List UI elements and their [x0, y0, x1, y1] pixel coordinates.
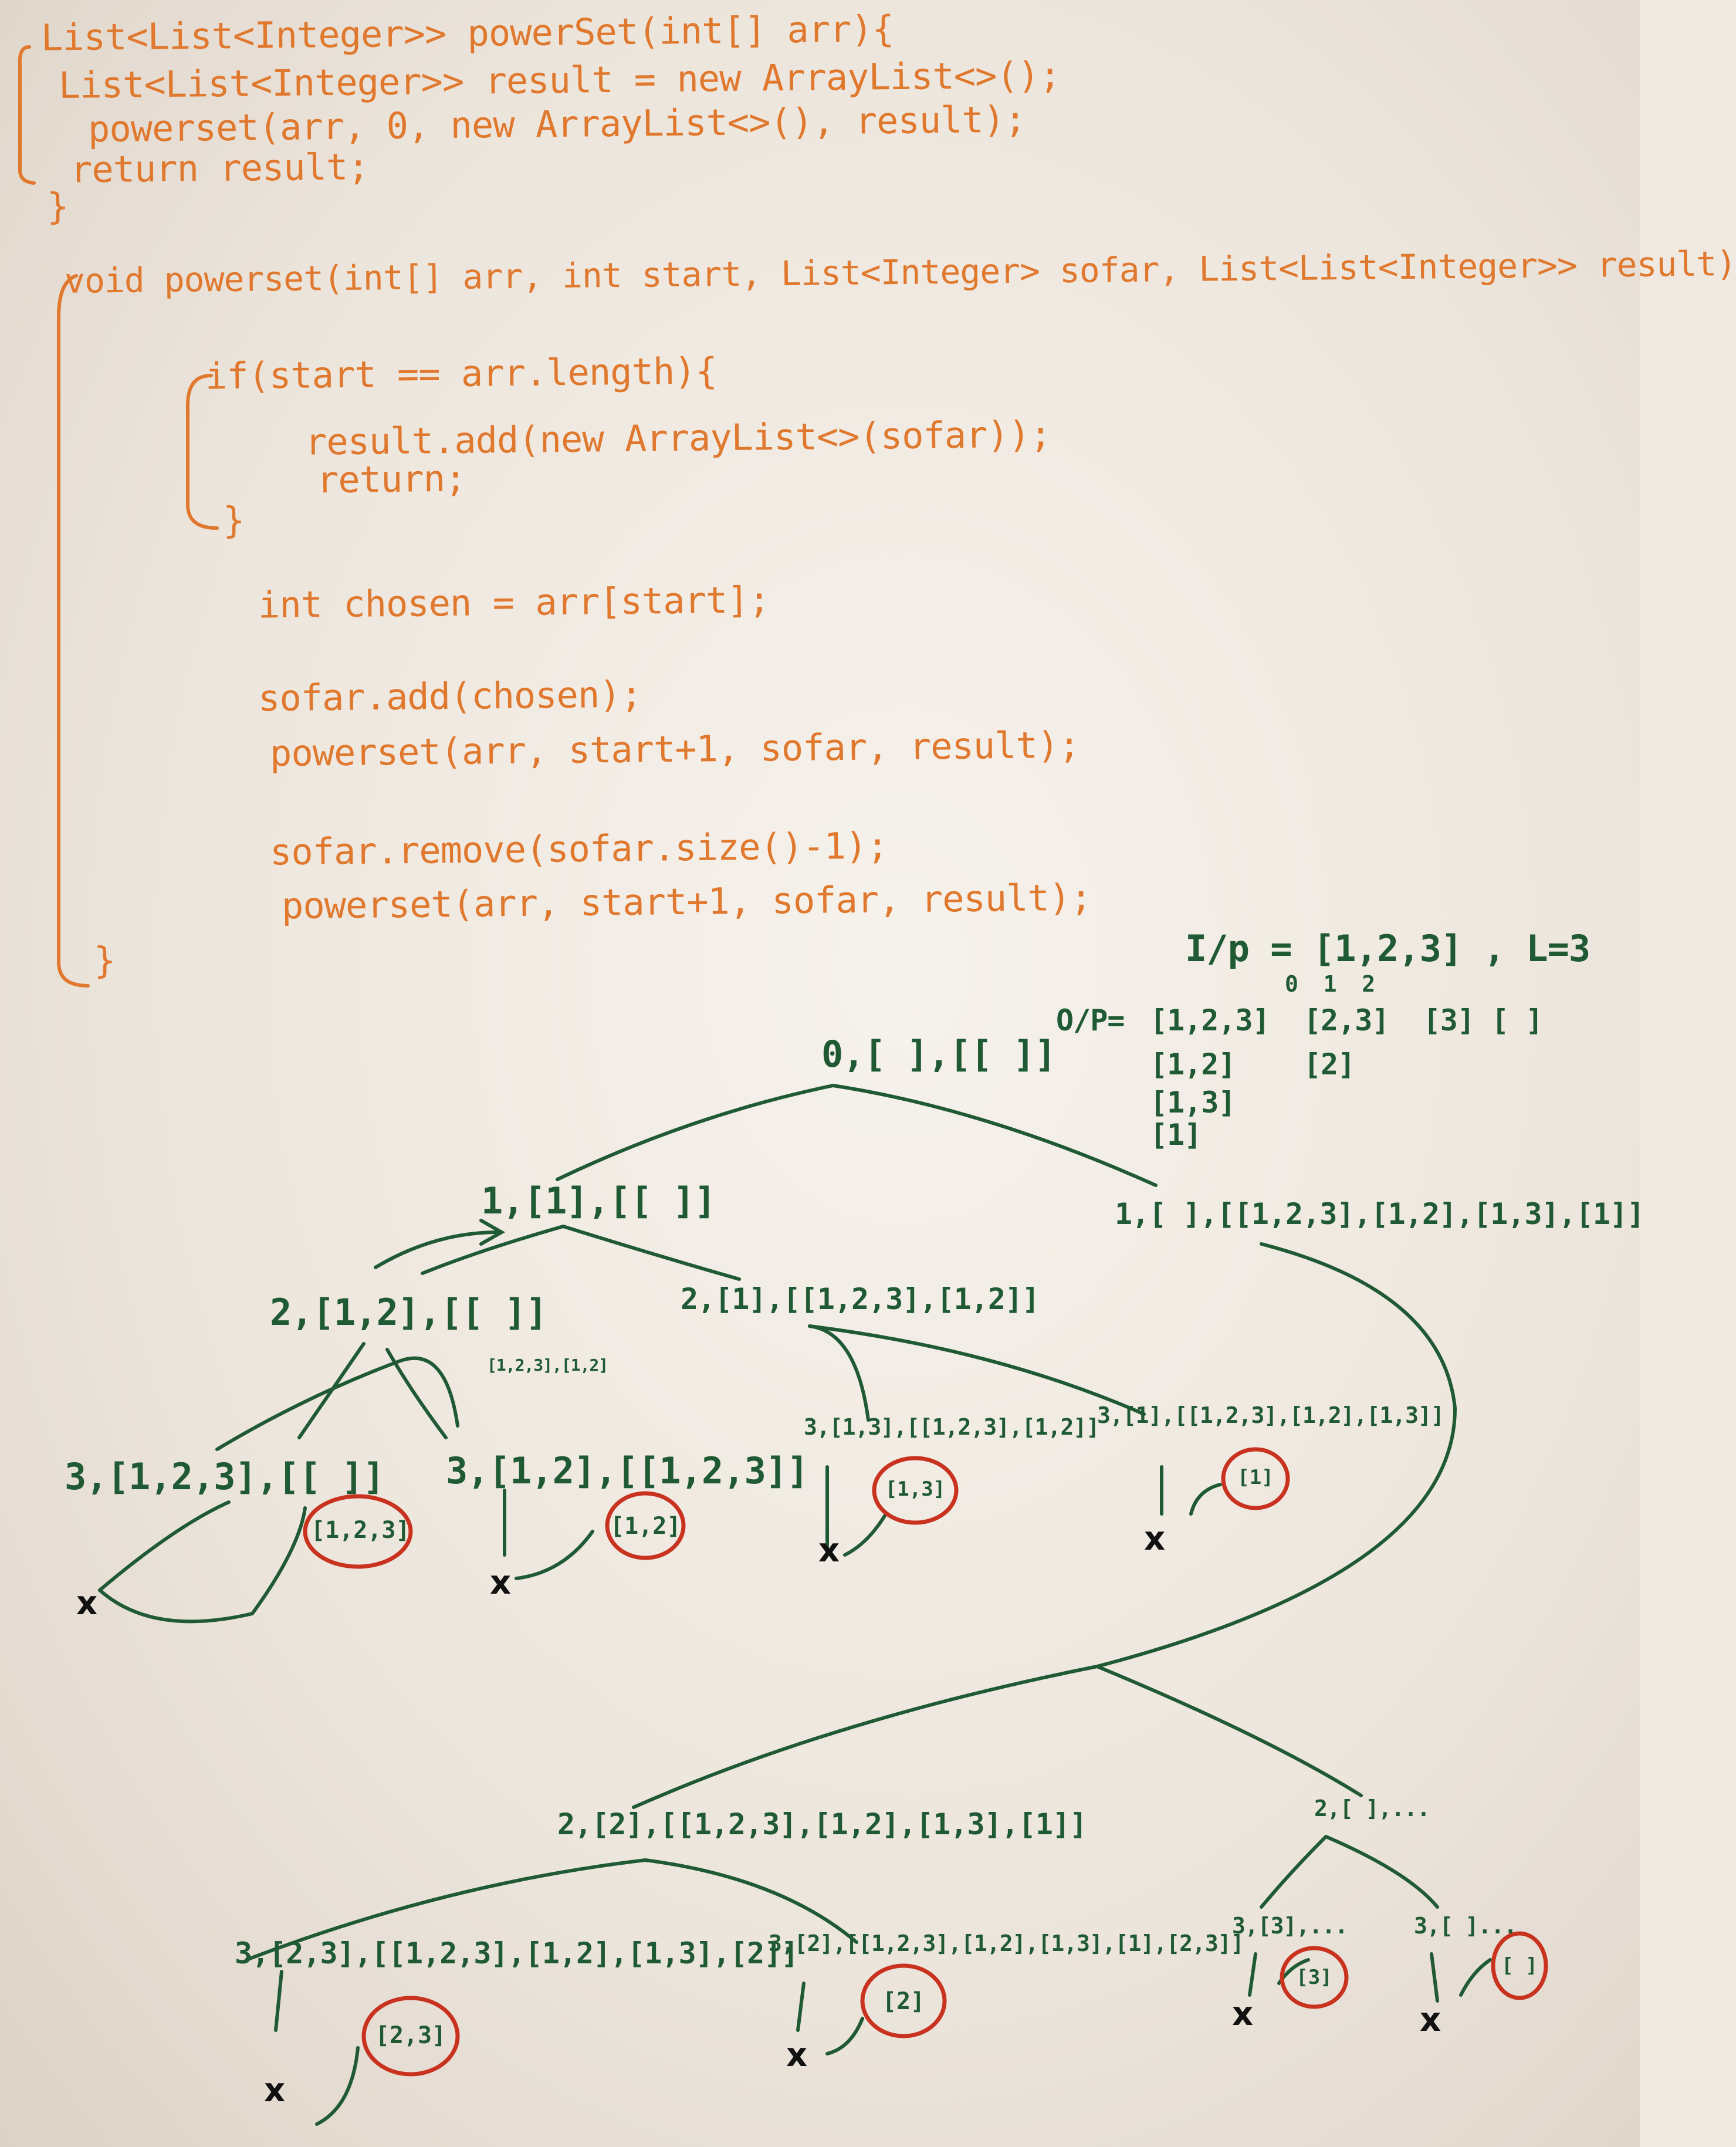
code-wrapper-return: return result;: [70, 145, 369, 191]
dead-end-x-6: x: [786, 2036, 808, 2074]
leaf-stroke-1: [98, 1500, 231, 1592]
code-wrapper-signature: List<List<Integer>> powerSet(int[] arr){: [40, 7, 894, 59]
tree-node-2-rl: 2,[2],[[1,2,3],[1,2],[1,3],[1]]: [557, 1807, 1087, 1841]
circle-r2: [605, 1491, 686, 1560]
edge-r-rr: [1095, 1665, 1363, 1797]
tree-node-3-rrl: 3,[3],...: [1232, 1913, 1348, 1939]
tree-side-note: [1,2,3],[1,2]: [487, 1355, 608, 1375]
code-braces: [18, 45, 219, 988]
edge-r-rl: [632, 1665, 1099, 1809]
result-2: [1,2]: [610, 1513, 681, 1540]
tree-node-3-rll: 3,[2,3],[[1,2,3],[1,2],[1,3],[2]]: [235, 1936, 798, 1970]
dead-end-x-8: x: [1420, 2001, 1441, 2039]
edge-root-left: [556, 1084, 835, 1181]
output-label: O/P=: [1056, 1003, 1125, 1037]
dead-end-x-3: x: [818, 1531, 840, 1570]
edge-lr-lrl: [808, 1324, 870, 1422]
arrow-4: [1189, 1483, 1222, 1516]
edge-rr-rrr: [1324, 1835, 1439, 1909]
result-8: [ ]: [1501, 1954, 1538, 1977]
code-sofar-remove: sofar.remove(sofar.size()-1);: [269, 824, 888, 874]
tree-node-3-lrr: 3,[1],[[1,2,3],[1,2],[1,3]]: [1097, 1402, 1444, 1428]
edge-ll-llr: [385, 1348, 448, 1439]
edge-rr-rrl: [1260, 1835, 1328, 1909]
tree-node-3-lll: 3,[1,2,3],[[ ]]: [65, 1455, 385, 1498]
result-5: [2,3]: [375, 2022, 446, 2049]
tree-node-1-left: 1,[1],[[ ]]: [481, 1179, 716, 1222]
arrow-2: [515, 1530, 594, 1580]
result-3: [1,3]: [885, 1477, 946, 1501]
input-note: I/p = [1,2,3] , L=3: [1185, 927, 1591, 970]
edge-rl-rll: [245, 1858, 647, 1962]
edge-l-lr: [561, 1225, 741, 1281]
whiteboard-ink: [18, 45, 1548, 2126]
circle-r6: [860, 1963, 947, 2038]
tree-node-3-rlr: 3,[2],[[1,2,3],[1,2],[1,3],[1],[2,3]]: [769, 1930, 1244, 1956]
dead-end-x-7: x: [1232, 1995, 1254, 2033]
edge-l-ll: [421, 1225, 565, 1275]
output-row-1: [1,2,3] [2,3] [3] [ ]: [1150, 1003, 1543, 1037]
code-if-line: if(start == arr.length){: [205, 349, 718, 398]
code-call-include: powerset(arr, start+1, sofar, result);: [269, 723, 1080, 775]
helper-brace: [57, 274, 90, 988]
leaf-stroke-5: [274, 1970, 283, 2032]
circle-r4: [1221, 1447, 1290, 1510]
code-add-line: result.add(new ArrayList<>(sofar));: [304, 413, 1051, 464]
tree-node-1-right: 1,[ ],[[1,2,3],[1,2],[1,3],[1]]: [1115, 1197, 1644, 1231]
wrapper-brace: [18, 45, 36, 185]
edge-ll-retrace: [215, 1356, 459, 1451]
leaf-strokes: [98, 1219, 1492, 2126]
edge-right-down: [1095, 1242, 1457, 1668]
code-chosen-line: int chosen = arr[start];: [258, 578, 770, 627]
dead-end-x-2: x: [490, 1564, 512, 1602]
tree-node-2-rr: 2,[ ],...: [1314, 1796, 1430, 1821]
arrow-8: [1459, 1958, 1492, 1997]
arrow-5: [315, 2046, 360, 2126]
leaf-stroke-8: [1430, 1952, 1439, 2003]
tree-node-2-lr: 2,[1],[[1,2,3],[1,2]]: [681, 1282, 1040, 1316]
tree-node-3-llr: 3,[1,2],[[1,2,3]]: [446, 1449, 809, 1492]
result-7: [3]: [1296, 1966, 1332, 1989]
result-circles: [303, 1447, 1548, 2077]
tree-node-root: 0,[ ],[[ ]]: [821, 1033, 1057, 1076]
output-row-4: [1]: [1150, 1118, 1202, 1152]
dead-end-x-1: x: [76, 1584, 98, 1622]
edge-lr-lrr: [808, 1324, 1146, 1416]
circle-r7: [1280, 1946, 1349, 2009]
output-row-2: [1,2] [2]: [1150, 1047, 1355, 1081]
tree-node-2-ll: 2,[1,2],[[ ]]: [270, 1291, 547, 1334]
circle-r1: [303, 1494, 413, 1569]
if-brace: [186, 374, 219, 530]
result-6: [2]: [882, 1988, 925, 2015]
edge-rl-rlr: [644, 1858, 858, 1944]
swap-arrow-head: [479, 1219, 506, 1246]
circle-r3: [872, 1456, 959, 1525]
swap-arrow: [374, 1230, 500, 1269]
edge-root-right: [831, 1084, 1158, 1187]
result-1: [1,2,3]: [311, 1517, 410, 1544]
code-return-line: return;: [316, 457, 466, 502]
leaf-stroke-6: [796, 1982, 806, 2032]
tree-node-3-lrl: 3,[1,3],[[1,2,3],[1,2]]: [804, 1414, 1099, 1440]
arrow-3: [843, 1512, 888, 1557]
circle-r8: [1491, 1931, 1548, 2000]
result-4: [1]: [1237, 1466, 1274, 1489]
code-sofar-add: sofar.add(chosen);: [258, 672, 642, 720]
arrow-6: [825, 2017, 864, 2055]
code-wrapper-close: }: [46, 184, 69, 228]
arrow-1: [98, 1506, 307, 1624]
code-call-exclude: powerset(arr, start+1, sofar, result);: [281, 875, 1092, 928]
dead-end-x-4: x: [1144, 1520, 1166, 1558]
circle-r5: [361, 1996, 460, 2077]
tree-node-3-rrr: 3,[ ]...: [1414, 1913, 1517, 1939]
code-if-close: }: [222, 498, 245, 542]
dead-end-x-5: x: [264, 2071, 286, 2109]
code-helper-close: }: [93, 938, 116, 982]
leaf-stroke-7: [1248, 1952, 1257, 1997]
output-row-3: [1,3]: [1150, 1086, 1236, 1120]
tree-edges: [215, 1084, 1457, 1962]
index-note: 0 1 2: [1285, 971, 1375, 997]
